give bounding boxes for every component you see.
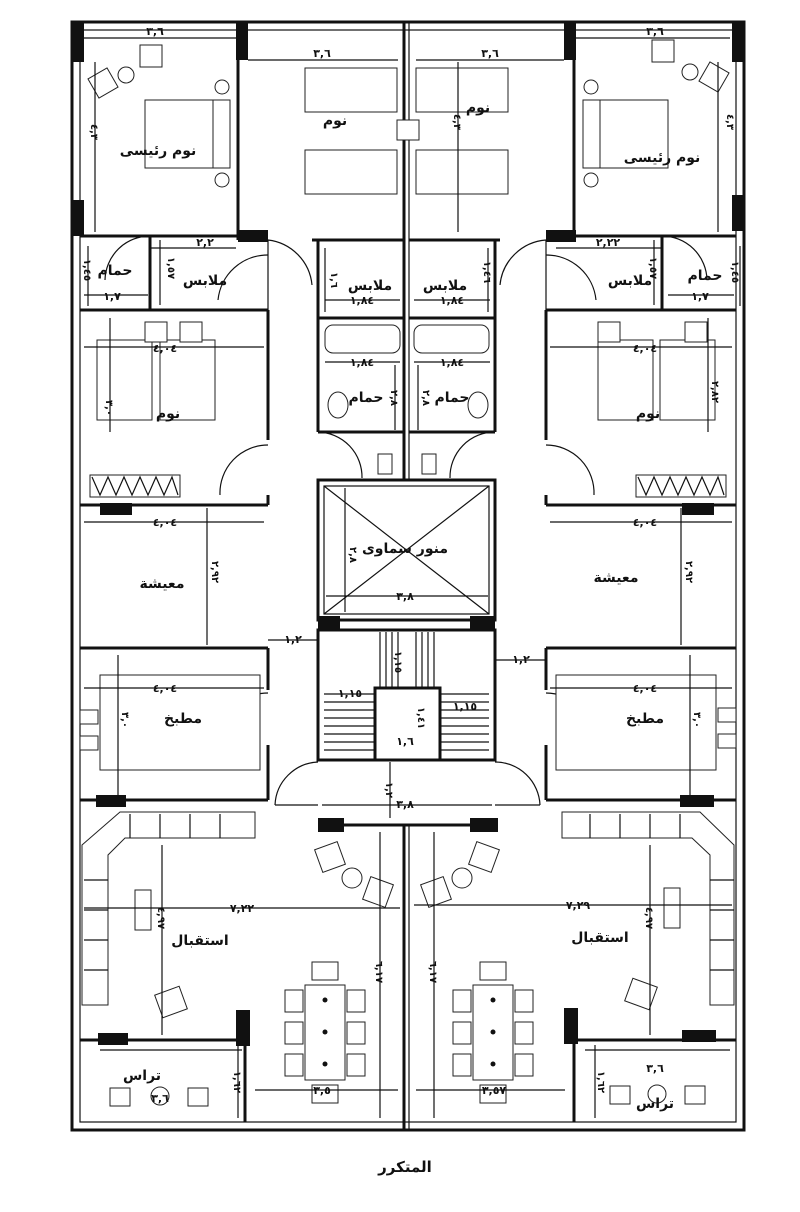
dim-label: ١,٢ bbox=[284, 633, 302, 646]
room-label-bath-center-right: حمام bbox=[435, 390, 470, 406]
room-label-dressing-center-left: ملابس bbox=[348, 278, 392, 294]
dim-label: ٦,١٧ bbox=[373, 961, 384, 983]
room-label-bath-center-left: حمام bbox=[349, 390, 384, 406]
plan-caption: المتكرر bbox=[377, 1158, 432, 1176]
dim-label: ١,٢ bbox=[512, 653, 530, 666]
dim-label: ١,٤٥ bbox=[81, 259, 92, 281]
dim-label: ١,٧ bbox=[103, 290, 121, 303]
dim-label: ٢,٨ bbox=[388, 390, 399, 406]
furniture bbox=[79, 39, 737, 1107]
dim-label: ١,٥٧ bbox=[165, 257, 176, 279]
dim-label: ٣,٦ bbox=[151, 1092, 169, 1105]
dim-label: ٢,٨ bbox=[347, 547, 358, 563]
room-label-skylight: منور سماوى bbox=[362, 541, 448, 557]
dim-label: ٢,٨ bbox=[420, 390, 431, 406]
dim-label: ٣,٥ bbox=[313, 1084, 331, 1097]
room-label-terrace-right: تراس bbox=[636, 1096, 674, 1112]
dim-label: ٢,٨٢ bbox=[709, 381, 720, 403]
dim-label: ١,١٥ bbox=[338, 687, 363, 700]
dim-label: ٤,٠٤ bbox=[633, 682, 657, 695]
dim-label: ٢,٢٢ bbox=[596, 236, 621, 249]
dim-label: ١,٨٤ bbox=[350, 294, 374, 307]
walls bbox=[70, 20, 746, 1132]
dim-label: ٣,٥٧ bbox=[482, 1084, 507, 1097]
room-label-bedroom-mid-right: نوم bbox=[636, 406, 660, 422]
room-label-terrace-left: تراس bbox=[123, 1068, 161, 1084]
dim-label: ١,٤١ bbox=[415, 707, 426, 729]
room-label-master-bedroom-left: نوم رئيسى bbox=[120, 143, 197, 159]
dim-label: ١,٢ bbox=[383, 782, 394, 798]
dim-label: ١,٤٦ bbox=[481, 261, 492, 283]
room-label-bedroom-mid-left: نوم bbox=[156, 406, 180, 422]
dim-label: ١,٦٢ bbox=[231, 1071, 242, 1093]
room-label-bedroom-top-right: نوم bbox=[466, 100, 490, 116]
dim-label: ٣,٦ bbox=[646, 1062, 664, 1075]
outer-wall-inner bbox=[79, 29, 737, 1123]
dim-label: ١,٦٢ bbox=[595, 1071, 606, 1093]
dim-label: ٤,٠٤ bbox=[633, 342, 657, 355]
dim-label: ٤,٩٧ bbox=[643, 907, 654, 929]
room-label-master-bedroom-right: نوم رئيسى bbox=[624, 150, 701, 166]
dimension-lines bbox=[84, 37, 741, 1118]
dim-label: ٣,٦ bbox=[146, 25, 164, 38]
dim-label: ١,١٥ bbox=[392, 651, 403, 673]
room-label-bedroom-top-left: نوم bbox=[323, 113, 347, 129]
room-label-dressing-left: ملابس bbox=[183, 273, 227, 289]
dim-label: ١,٨٤ bbox=[350, 356, 374, 369]
dim-label: ٤,٠٤ bbox=[153, 342, 177, 355]
dim-label: ٣,٠ bbox=[119, 712, 130, 728]
outer-wall bbox=[70, 20, 746, 1132]
dim-label: ٧,٢٢ bbox=[230, 902, 255, 915]
dim-label: ٢,٩٢ bbox=[683, 561, 694, 583]
dim-label: ٤,٠٤ bbox=[153, 516, 177, 529]
dim-label: ٢,٢ bbox=[196, 236, 214, 249]
dim-label: ٤,٣ bbox=[724, 114, 735, 130]
dim-label: ٣,٨ bbox=[396, 590, 414, 603]
dim-label: ٣,٨ bbox=[396, 798, 414, 811]
dim-label: ٣,٦ bbox=[313, 47, 331, 60]
dim-label: ٣,٦ bbox=[481, 47, 499, 60]
dim-label: ٤,٩٧ bbox=[155, 907, 166, 929]
dim-label: ١,٨٤ bbox=[440, 356, 464, 369]
stair-treads bbox=[324, 632, 489, 751]
dim-label: ٤,٠٤ bbox=[153, 682, 177, 695]
room-label-kitchen-left: مطبخ bbox=[164, 711, 202, 727]
dim-label: ١,٦ bbox=[396, 735, 414, 748]
dim-label: ١,١٥ bbox=[453, 700, 478, 713]
doors bbox=[104, 235, 708, 806]
room-label-reception-left: استقبال bbox=[171, 933, 228, 949]
dim-label: ١,٤٥ bbox=[729, 261, 740, 283]
room-label-living-left: معيشة bbox=[139, 576, 184, 592]
room-label-reception-right: استقبال bbox=[571, 930, 628, 946]
dim-label: ٦,١٧ bbox=[427, 961, 438, 983]
dim-label: ١,٧ bbox=[691, 290, 709, 303]
dim-label: ١,٨٤ bbox=[440, 294, 464, 307]
room-label-bath-right: حمام bbox=[688, 268, 723, 284]
room-label-bath-left: حمام bbox=[98, 263, 133, 279]
room-label-kitchen-right: مطبخ bbox=[626, 711, 664, 727]
room-label-dressing-right: ملابس bbox=[608, 273, 652, 289]
room-labels: نوم رئيسى نوم رئيسى نوم نوم ملابس ملابس … bbox=[98, 100, 723, 1112]
dimension-labels: ٣,٦ ٣,٦ ٣,٦ ٣,٦ ٤,٣ ٤,٣ ٤,٣ ٢,٢ ٢,٢٢ ١,٥… bbox=[81, 25, 740, 1105]
room-label-dressing-center-right: ملابس bbox=[423, 278, 467, 294]
dim-label: ١,٥٧ bbox=[647, 257, 658, 279]
room-label-living-right: معيشة bbox=[593, 570, 638, 586]
dim-label: ٣,٠ bbox=[103, 400, 114, 416]
columns bbox=[72, 22, 744, 1046]
dim-label: ٢,٩٢ bbox=[209, 561, 220, 583]
dim-label: ٤,٣ bbox=[451, 114, 462, 130]
dim-label: ٤,٣ bbox=[88, 124, 99, 140]
dim-label: ٣,٦ bbox=[646, 25, 664, 38]
dim-label: ٧,٢٩ bbox=[566, 899, 591, 912]
skylight-box bbox=[316, 478, 497, 622]
dim-label: ١,٦ bbox=[328, 272, 339, 288]
dim-label: ٣,٠ bbox=[691, 712, 702, 728]
dim-label: ٤,٠٤ bbox=[633, 516, 657, 529]
